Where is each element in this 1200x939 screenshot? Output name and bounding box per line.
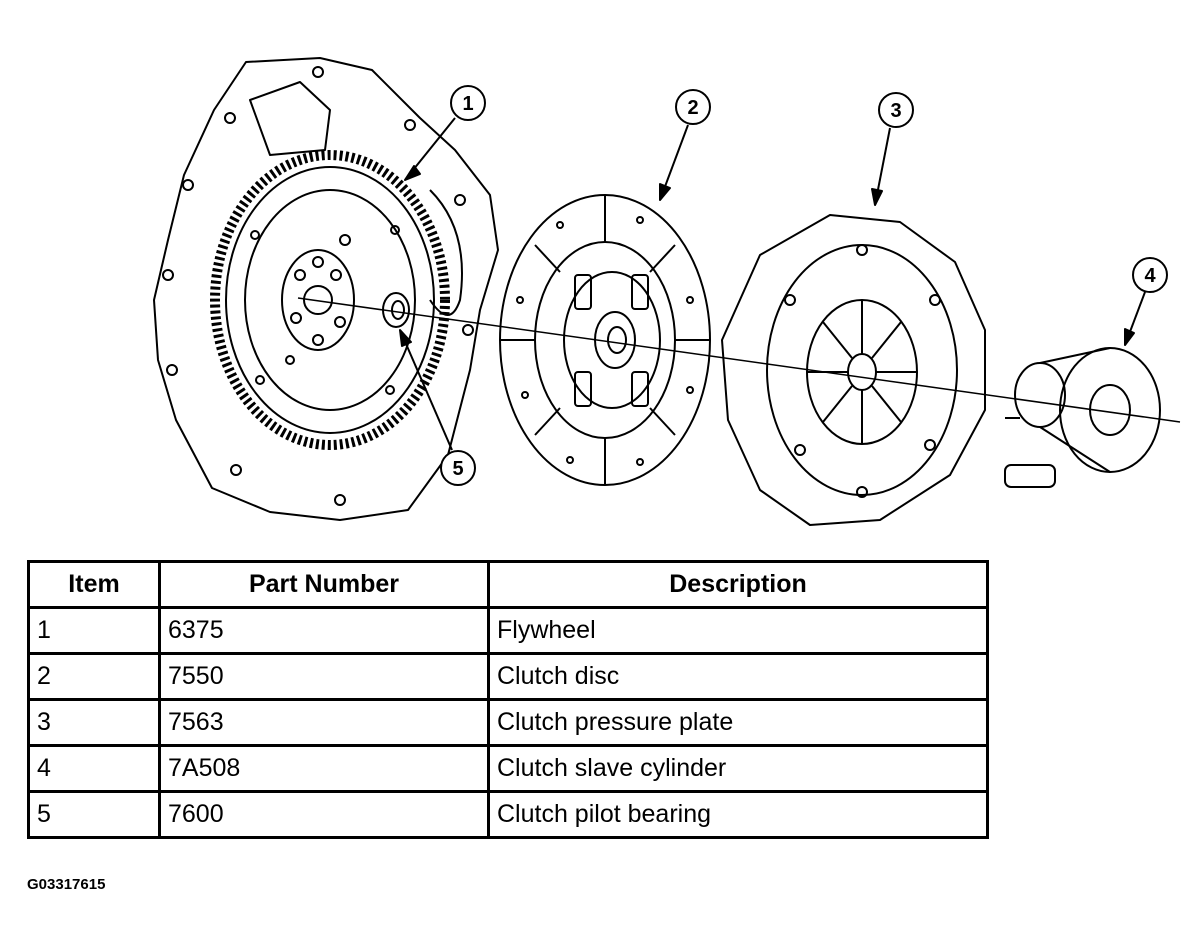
callout-5: 5 bbox=[440, 450, 476, 486]
cell-item: 4 bbox=[27, 744, 161, 793]
leader-lines bbox=[399, 117, 1146, 451]
callout-2-label: 2 bbox=[687, 97, 698, 119]
cell-part-number: 7600 bbox=[158, 790, 490, 839]
callout-1-label: 1 bbox=[462, 93, 473, 115]
callout-4: 4 bbox=[1132, 257, 1168, 293]
table-row: 2 7550 Clutch disc bbox=[27, 652, 989, 701]
cell-item: 2 bbox=[27, 652, 161, 701]
column-header-item: Item bbox=[27, 560, 161, 609]
callout-3-label: 3 bbox=[890, 100, 901, 122]
clutch-disc bbox=[499, 194, 711, 486]
cell-description: Clutch pilot bearing bbox=[487, 790, 989, 839]
cell-part-number: 7550 bbox=[158, 652, 490, 701]
callout-1: 1 bbox=[450, 85, 486, 121]
cell-description: Clutch disc bbox=[487, 652, 989, 701]
table-header-row: Item Part Number Description bbox=[27, 560, 989, 609]
table-row: 3 7563 Clutch pressure plate bbox=[27, 698, 989, 747]
engine-back-plate bbox=[153, 57, 499, 521]
figure-id: G03317615 bbox=[27, 876, 106, 893]
callout-5-label: 5 bbox=[452, 458, 463, 480]
parts-table: Item Part Number Description 1 6375 Flyw… bbox=[27, 560, 989, 839]
center-axis-line bbox=[297, 297, 1181, 423]
cell-description: Clutch pressure plate bbox=[487, 698, 989, 747]
clutch-exploded-view: 1 2 3 4 5 bbox=[153, 57, 1181, 526]
table-row: 4 7A508 Clutch slave cylinder bbox=[27, 744, 989, 793]
column-header-part-number: Part Number bbox=[158, 560, 490, 609]
cell-item: 1 bbox=[27, 606, 161, 655]
table-row: 1 6375 Flywheel bbox=[27, 606, 989, 655]
cell-part-number: 7563 bbox=[158, 698, 490, 747]
slave-cylinder bbox=[1004, 347, 1161, 488]
callout-4-label: 4 bbox=[1144, 265, 1156, 287]
column-header-description: Description bbox=[487, 560, 989, 609]
cell-part-number: 7A508 bbox=[158, 744, 490, 793]
pressure-plate bbox=[721, 214, 986, 526]
callout-2: 2 bbox=[675, 89, 711, 125]
callout-3: 3 bbox=[878, 92, 914, 128]
cell-item: 5 bbox=[27, 790, 161, 839]
cell-part-number: 6375 bbox=[158, 606, 490, 655]
cell-description: Flywheel bbox=[487, 606, 989, 655]
cell-item: 3 bbox=[27, 698, 161, 747]
cell-description: Clutch slave cylinder bbox=[487, 744, 989, 793]
flywheel bbox=[210, 150, 450, 450]
table-row: 5 7600 Clutch pilot bearing bbox=[27, 790, 989, 839]
